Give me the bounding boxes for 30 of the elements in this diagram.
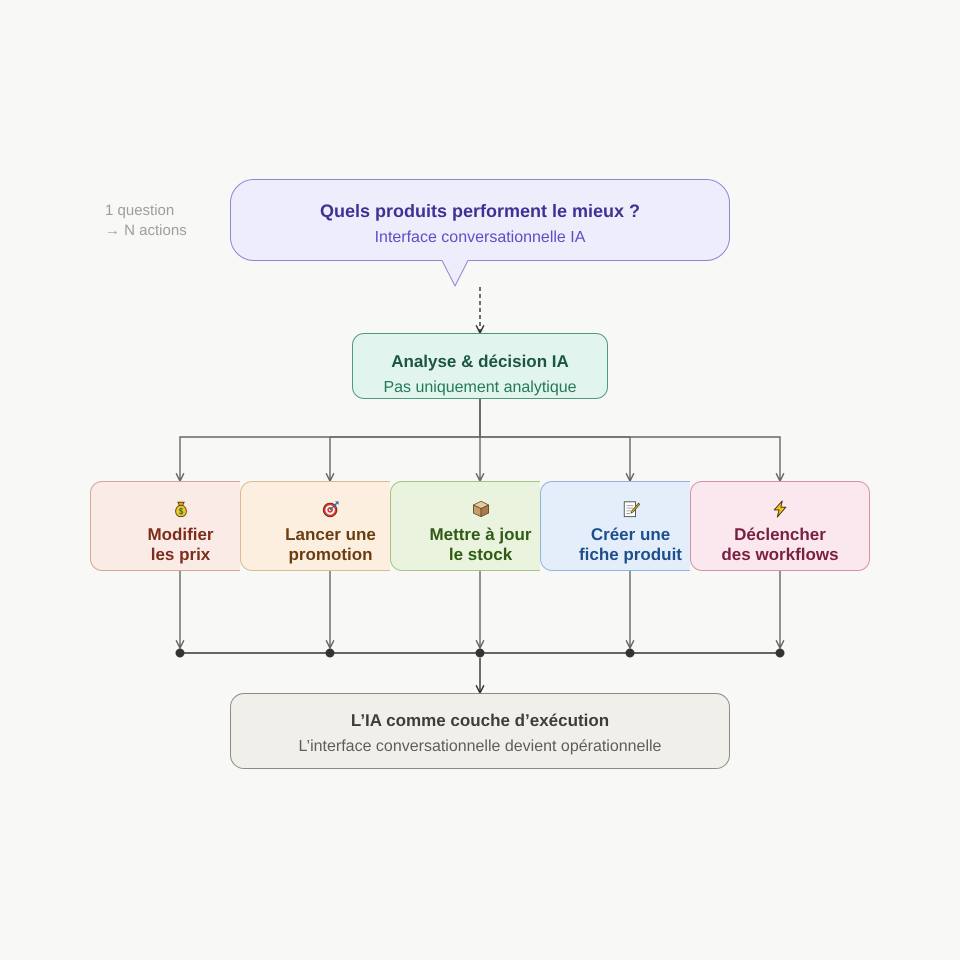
- action-box: [690, 481, 870, 571]
- action-box: [90, 481, 240, 571]
- arrow: [326, 571, 334, 649]
- node-subtitle: Interface conversationnelle IA: [374, 228, 586, 248]
- node-subtitle: Pas uniquement analytique: [383, 378, 577, 398]
- action-box: [240, 481, 390, 571]
- note-text: 1 question: [105, 201, 174, 220]
- action-box: [390, 481, 540, 571]
- junction-bar: [175, 648, 785, 658]
- result-box: [230, 693, 730, 769]
- arrow: [776, 571, 784, 649]
- dashed-arrow: [476, 287, 484, 334]
- arrow: [479, 399, 784, 482]
- action-label: Déclencher des workflows: [720, 525, 840, 565]
- node-title: Analyse & décision IA: [391, 351, 569, 373]
- arrow: [176, 571, 184, 649]
- action-label: Mettre à jour le stock: [428, 525, 533, 565]
- action-box: [540, 481, 690, 571]
- note-text: → N actions: [105, 221, 187, 240]
- speech-bubble: [230, 179, 730, 287]
- arrow: [476, 658, 484, 694]
- process-box: [352, 333, 608, 399]
- arrow: [476, 571, 484, 649]
- arrow: [626, 571, 634, 649]
- node-title: Quels produits performent le mieux ?: [320, 200, 640, 223]
- action-label: Créer une fiche produit: [578, 525, 683, 565]
- action-label: Modifier les prix: [146, 525, 215, 565]
- node-subtitle: L’interface conversationnelle devient opérationnelle: [298, 737, 662, 757]
- node-title: L’IA comme couche d’exécution: [350, 710, 610, 732]
- action-label: Lancer une promotion: [284, 525, 377, 565]
